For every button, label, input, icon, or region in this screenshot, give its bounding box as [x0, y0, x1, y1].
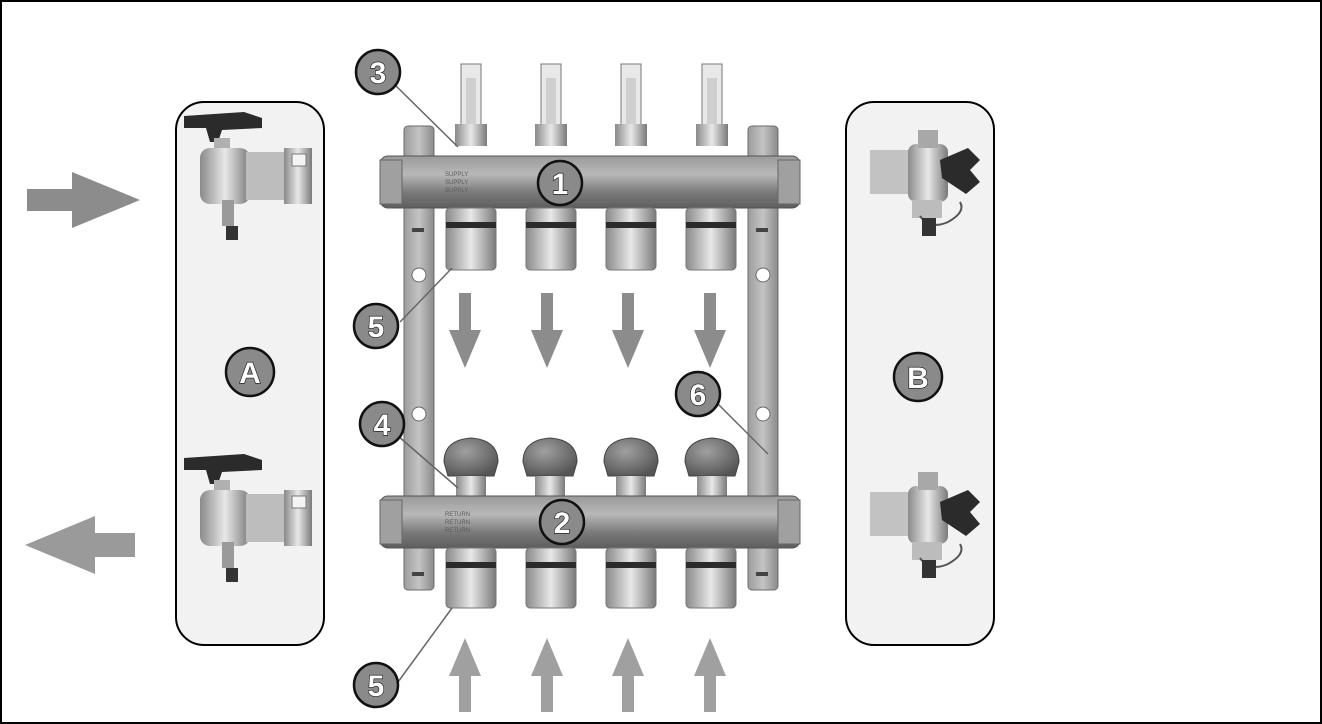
arrow-down-icon — [612, 293, 644, 368]
outlet-connector — [445, 207, 497, 271]
callout-3-label: 3 — [370, 57, 387, 90]
flow-meter-icon — [696, 63, 728, 146]
outlet-connector — [685, 207, 737, 271]
valve-cap-icon — [443, 437, 499, 496]
arrow-down-icon — [449, 293, 481, 368]
return-stamp: RETURN — [445, 520, 470, 526]
flow-meter-icon — [455, 63, 487, 146]
ball-valve-icon — [184, 112, 312, 240]
callout-4-label: 4 — [374, 409, 391, 442]
callout-2-label: 2 — [554, 507, 571, 540]
panel-a: A — [175, 101, 325, 646]
arrow-down-icon — [694, 293, 726, 368]
callout-6-label: 6 — [690, 379, 707, 412]
valve-cap-icon — [603, 437, 659, 496]
outlet-connector — [445, 547, 497, 609]
ball-valve-icon — [184, 454, 312, 582]
valve-cap-icon — [684, 437, 740, 496]
return-stamp: RETURN — [445, 528, 470, 534]
supply-stamp: SUPPLY — [445, 180, 468, 186]
outlet-connector — [605, 207, 657, 271]
drain-valve-icon — [870, 472, 980, 578]
arrow-left-icon — [25, 516, 135, 574]
supply-stamp: SUPPLY — [445, 172, 468, 178]
arrow-up-icon — [694, 638, 726, 712]
arrow-up-icon — [531, 638, 563, 712]
supply-stamp: SUPPLY — [445, 188, 468, 194]
flow-meter-icon — [615, 63, 647, 146]
mounting-rail-left — [403, 125, 435, 591]
outlet-connector — [525, 547, 577, 609]
callout-4: 4 — [358, 400, 406, 448]
callout-2: 2 — [538, 498, 586, 546]
callout-6: 6 — [674, 370, 722, 418]
leader-lines — [393, 83, 769, 683]
callout-1: 1 — [536, 159, 584, 207]
supply-manifold-pipe: SUPPLY SUPPLY SUPPLY — [379, 155, 801, 209]
arrow-down-icon — [531, 293, 563, 368]
return-manifold-pipe: RETURN RETURN RETURN — [379, 495, 801, 549]
callout-5-return: 5 — [352, 661, 400, 709]
flow-meter-icon — [535, 63, 567, 146]
callout-3: 3 — [354, 48, 402, 96]
outlet-connector — [685, 547, 737, 609]
callout-5-label: 5 — [368, 670, 385, 703]
panel-a-label: A — [239, 357, 261, 390]
arrow-up-icon — [449, 638, 481, 712]
callout-1-label: 1 — [552, 168, 569, 201]
return-stamp: RETURN — [445, 512, 470, 518]
arrow-right-icon — [27, 172, 140, 228]
panel-b-label: B — [907, 362, 929, 395]
valve-cap-icon — [522, 437, 578, 496]
callout-5-supply: 5 — [352, 302, 400, 350]
mounting-rail-right — [747, 125, 779, 591]
panel-b: B — [845, 101, 995, 646]
outlet-connector — [525, 207, 577, 271]
arrow-up-icon — [612, 638, 644, 712]
drain-valve-icon — [870, 130, 980, 236]
outlet-connector — [605, 547, 657, 609]
callout-5-label: 5 — [368, 311, 385, 344]
